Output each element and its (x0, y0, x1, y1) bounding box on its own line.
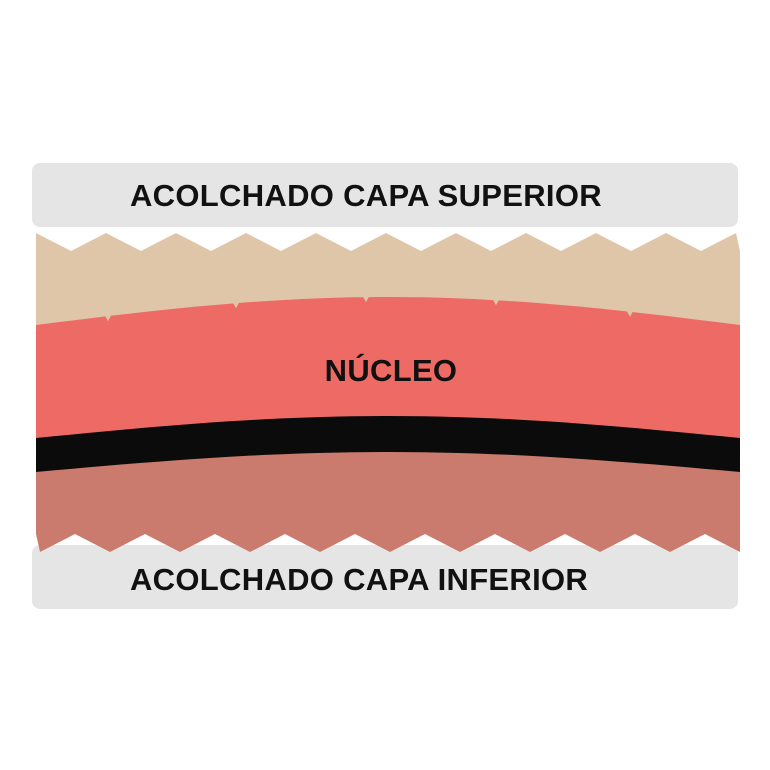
top-layer-label: ACOLCHADO CAPA SUPERIOR (130, 178, 602, 213)
separator-band (36, 416, 740, 472)
core-notch (484, 283, 508, 306)
bottom-layer-label: ACOLCHADO CAPA INFERIOR (130, 562, 588, 597)
top-label-band (32, 163, 738, 227)
bottom-padding-layer (36, 446, 740, 552)
top-padding-layer (36, 233, 740, 325)
core-notch (224, 286, 248, 309)
bottom-label-band (32, 545, 738, 609)
core-notch (354, 280, 378, 303)
core-label: NÚCLEO (325, 352, 458, 388)
core-notch (96, 299, 120, 322)
core-layer (36, 292, 740, 440)
core-notch (618, 294, 642, 317)
